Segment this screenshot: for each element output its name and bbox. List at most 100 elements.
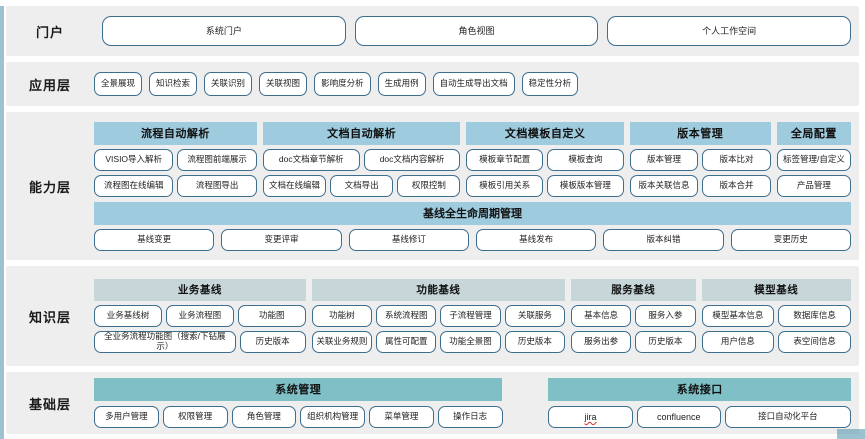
capability-group-1-head: 文档自动解析 — [262, 121, 461, 145]
capability-group-0-row-1: 流程图在线编辑 流程图导出 — [94, 174, 257, 197]
app-item-4[interactable]: 影响度分析 — [314, 72, 371, 96]
base-1-item-2[interactable]: 接口自动化平台 — [724, 406, 851, 428]
know-0-1-1[interactable]: 历史版本 — [239, 331, 306, 353]
cap-3-0-0[interactable]: 版本管理 — [629, 148, 699, 171]
base-1-item-jira[interactable]: jira — [548, 406, 633, 428]
base-group-1-head: 系统接口 — [548, 378, 851, 401]
know-2-1-1[interactable]: 历史版本 — [635, 331, 696, 353]
know-3-0-1[interactable]: 数据库信息 — [778, 305, 851, 327]
cap-1-1-1[interactable]: 文档导出 — [330, 174, 394, 197]
capability-group-2: 文档模板自定义 模板章节配置 模板查询 模板引用关系 模板版本管理 — [466, 121, 624, 197]
cap-1-0-1[interactable]: doc文档内容解析 — [363, 148, 461, 171]
know-1-1-3[interactable]: 历史版本 — [504, 331, 565, 353]
knowledge-group-2-row-0: 基本信息 服务入参 — [570, 305, 696, 327]
base-0-item-4[interactable]: 菜单管理 — [369, 406, 434, 428]
cap-0-0-1[interactable]: 流程图前端展示 — [177, 148, 257, 171]
capability-band-items: 基线变更 变更评审 基线修订 基线发布 版本纠错 变更历史 — [94, 228, 851, 251]
layer-portal: 门户 系统门户 角色视图 个人工作空间 — [6, 6, 859, 56]
layer-knowledge: 知识层 业务基线 业务基线树 业务流程图 功能图 全业务流程功能图（搜索/下钻展… — [6, 266, 859, 366]
capability-group-2-row-0: 模板章节配置 模板查询 — [466, 148, 624, 171]
knowledge-group-0-row-1: 全业务流程功能图（搜索/下钻展示） 历史版本 — [94, 331, 306, 353]
layer-application: 应用层 全景展现 知识检索 关联识别 关联视图 影响度分析 生成用例 自动生成导… — [6, 62, 859, 106]
cap-1-0-0[interactable]: doc文档章节解析 — [262, 148, 360, 171]
capability-group-2-row-1: 模板引用关系 模板版本管理 — [466, 174, 624, 197]
knowledge-group-1: 功能基线 功能树 系统流程图 子流程管理 关联服务 关联业务规则 属性可配置 功… — [311, 279, 565, 353]
cap-2-0-0[interactable]: 模板章节配置 — [466, 148, 544, 171]
cap-2-1-0[interactable]: 模板引用关系 — [466, 174, 544, 197]
know-1-0-1[interactable]: 系统流程图 — [376, 305, 437, 327]
app-item-6[interactable]: 自动生成导出文档 — [432, 72, 515, 96]
cap-0-0-0[interactable]: VISIO导入解析 — [94, 148, 174, 171]
cap-0-1-1[interactable]: 流程图导出 — [177, 174, 257, 197]
band-item-0[interactable]: 基线变更 — [94, 228, 215, 251]
base-0-item-3[interactable]: 组织机构管理 — [300, 406, 365, 428]
know-2-1-0[interactable]: 服务出参 — [570, 331, 632, 353]
band-item-4[interactable]: 版本纠错 — [603, 228, 724, 251]
know-0-1-0[interactable]: 全业务流程功能图（搜索/下钻展示） — [94, 331, 236, 353]
know-3-1-0[interactable]: 用户信息 — [701, 331, 775, 353]
cap-4-1-0[interactable]: 产品管理 — [776, 174, 851, 197]
knowledge-group-0: 业务基线 业务基线树 业务流程图 功能图 全业务流程功能图（搜索/下钻展示） 历… — [94, 279, 306, 353]
cap-3-1-1[interactable]: 版本合并 — [702, 174, 771, 197]
app-item-7[interactable]: 稳定性分析 — [521, 72, 579, 96]
knowledge-group-3-head: 模型基线 — [701, 279, 851, 301]
base-1-item-confluence[interactable]: confluence — [636, 406, 721, 428]
band-item-1[interactable]: 变更评审 — [221, 228, 342, 251]
know-0-0-1[interactable]: 业务流程图 — [165, 305, 234, 327]
band-item-3[interactable]: 基线发布 — [475, 228, 597, 251]
know-1-0-3[interactable]: 关联服务 — [504, 305, 565, 327]
capability-groups: 流程自动解析 VISIO导入解析 流程图前端展示 流程图在线编辑 流程图导出 文… — [94, 121, 851, 197]
base-0-item-1[interactable]: 权限管理 — [162, 406, 228, 428]
cap-2-0-1[interactable]: 模板查询 — [547, 148, 624, 171]
portal-item-2[interactable]: 个人工作空间 — [607, 16, 852, 46]
band-item-2[interactable]: 基线修订 — [348, 228, 469, 251]
know-2-0-1[interactable]: 服务入参 — [635, 305, 696, 327]
base-0-item-5[interactable]: 操作日志 — [437, 406, 503, 428]
capability-group-3-row-0: 版本管理 版本比对 — [629, 148, 771, 171]
knowledge-group-1-row-1: 关联业务规则 属性可配置 功能全景图 历史版本 — [311, 331, 565, 353]
bottom-right-accent — [837, 429, 865, 439]
jira-label: jira — [584, 411, 597, 422]
cap-3-0-1[interactable]: 版本比对 — [702, 148, 771, 171]
cap-3-1-0[interactable]: 版本关联信息 — [629, 174, 699, 197]
base-0-item-0[interactable]: 多用户管理 — [94, 406, 159, 428]
knowledge-group-2-head: 服务基线 — [570, 279, 696, 301]
knowledge-group-2-row-1: 服务出参 历史版本 — [570, 331, 696, 353]
base-0-item-2[interactable]: 角色管理 — [231, 406, 297, 428]
app-item-1[interactable]: 知识检索 — [149, 72, 198, 96]
band-item-5[interactable]: 变更历史 — [730, 228, 851, 251]
know-1-1-2[interactable]: 功能全景图 — [440, 331, 501, 353]
know-1-0-0[interactable]: 功能树 — [311, 305, 373, 327]
cap-4-0-0[interactable]: 标签管理/自定义 — [776, 148, 851, 171]
know-1-1-1[interactable]: 属性可配置 — [376, 331, 437, 353]
app-item-5[interactable]: 生成用例 — [377, 72, 426, 96]
portal-item-1[interactable]: 角色视图 — [354, 16, 599, 46]
know-2-0-0[interactable]: 基本信息 — [570, 305, 632, 327]
capability-band-lifecycle: 基线全生命周期管理 基线变更 变更评审 基线修订 基线发布 版本纠错 变更历史 — [94, 201, 851, 251]
capability-group-3: 版本管理 版本管理 版本比对 版本关联信息 版本合并 — [629, 121, 771, 197]
capability-group-1-row-0: doc文档章节解析 doc文档内容解析 — [262, 148, 461, 171]
app-item-0[interactable]: 全景展现 — [94, 72, 143, 96]
base-group-0-head: 系统管理 — [94, 378, 503, 401]
know-1-0-2[interactable]: 子流程管理 — [440, 305, 501, 327]
capability-group-0: 流程自动解析 VISIO导入解析 流程图前端展示 流程图在线编辑 流程图导出 — [94, 121, 257, 197]
cap-1-1-2[interactable]: 权限控制 — [397, 174, 461, 197]
cap-2-1-1[interactable]: 模板版本管理 — [547, 174, 624, 197]
layer-label-knowledge: 知识层 — [28, 309, 71, 325]
knowledge-group-0-row-0: 业务基线树 业务流程图 功能图 — [94, 305, 306, 327]
layer-label-base: 基础层 — [28, 396, 71, 412]
capability-group-1: 文档自动解析 doc文档章节解析 doc文档内容解析 文档在线编辑 文档导出 权… — [262, 121, 461, 197]
know-1-1-0[interactable]: 关联业务规则 — [311, 331, 373, 353]
application-items: 全景展现 知识检索 关联识别 关联视图 影响度分析 生成用例 自动生成导出文档 … — [94, 72, 851, 96]
app-item-3[interactable]: 关联视图 — [259, 72, 308, 96]
knowledge-group-3-row-1: 用户信息 表空间信息 — [701, 331, 851, 353]
cap-0-1-0[interactable]: 流程图在线编辑 — [94, 174, 174, 197]
know-3-0-0[interactable]: 模型基本信息 — [701, 305, 775, 327]
know-0-0-2[interactable]: 功能图 — [237, 305, 306, 327]
portal-item-0[interactable]: 系统门户 — [102, 16, 346, 46]
know-0-0-0[interactable]: 业务基线树 — [94, 305, 162, 327]
app-item-2[interactable]: 关联识别 — [204, 72, 253, 96]
knowledge-group-0-head: 业务基线 — [94, 279, 306, 301]
know-3-1-1[interactable]: 表空间信息 — [778, 331, 851, 353]
cap-1-1-0[interactable]: 文档在线编辑 — [262, 174, 327, 197]
